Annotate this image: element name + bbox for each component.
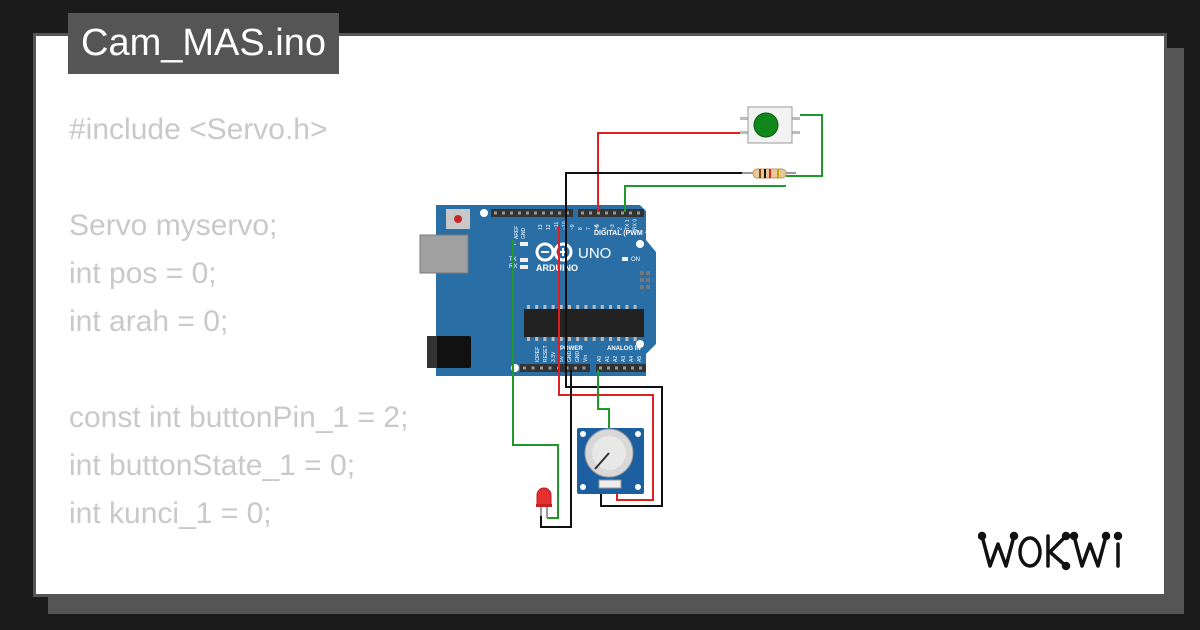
red-led	[536, 487, 552, 518]
aref-label: AREF	[514, 226, 520, 239]
pin-label: A3	[621, 356, 627, 362]
code-line: int pos = 0;	[69, 257, 217, 290]
pin-label: 4	[603, 227, 609, 230]
resistor	[742, 168, 796, 179]
code-line: int kunci_1 = 0;	[69, 497, 272, 530]
code-line: const int ledPin = 12;	[69, 593, 348, 594]
wire-green-button	[624, 185, 786, 212]
code-line: int buttonState_1 = 0;	[69, 449, 356, 482]
filename-tab: Cam_MAS.ino	[68, 13, 339, 74]
board-brand-label: ARDUINO	[536, 263, 578, 273]
pin-label: ~3	[610, 224, 616, 230]
pin-label: A5	[637, 356, 643, 362]
wire-red-button	[597, 132, 749, 212]
wokwi-logo-icon	[978, 531, 1123, 571]
wire-green-button-2	[786, 114, 823, 177]
pin-label: ~6	[594, 224, 600, 230]
l-label: L	[513, 241, 517, 247]
arduino-uno-board: UNO ARDUINO DIGITAL (PWM ~) ANALOG IN PO…	[419, 205, 656, 376]
pin-label: 5V	[559, 355, 565, 362]
pin-label: A4	[629, 356, 635, 362]
code-line: int arah = 0;	[69, 305, 229, 338]
pin-label: ~9	[570, 224, 576, 230]
board-model-label: UNO	[578, 245, 611, 262]
pin-label: RESET	[543, 345, 549, 362]
gnd-label: GND	[521, 228, 527, 240]
pin-label: IOREF	[535, 347, 541, 362]
code-line: const int buttonPin_1 = 2;	[69, 401, 409, 434]
pin-label: GND	[575, 351, 581, 363]
pin-label: 12	[546, 224, 552, 230]
on-label: ON	[631, 257, 640, 263]
pin-label: 3.3V	[551, 351, 557, 362]
dc-jack	[427, 336, 471, 368]
pin-label: A2	[613, 356, 619, 362]
pin-label: Vin	[583, 355, 589, 362]
pin-label: TX 1	[625, 219, 631, 230]
button-cap-icon	[753, 112, 779, 138]
code-preview: #include <Servo.h> Servo myservo; int po…	[69, 106, 409, 594]
analog-label: ANALOG IN	[607, 346, 641, 352]
pin-label: 7	[586, 227, 592, 230]
pin-label: A1	[605, 356, 611, 362]
arduino-logo-icon	[535, 242, 573, 262]
pin-label: ~11	[554, 222, 560, 230]
atmega-chip	[524, 309, 644, 337]
power-label: POWER	[560, 346, 583, 352]
filename-label: Cam_MAS.ino	[81, 22, 326, 64]
pin-label: 8	[578, 227, 584, 230]
wire-black-resistor	[565, 172, 753, 507]
digital-label: DIGITAL (PWM ~)	[594, 230, 651, 237]
push-button	[740, 106, 800, 144]
pin-label: A0	[597, 356, 603, 362]
pin-label: RX 0	[633, 219, 639, 230]
wire-green-led	[512, 240, 559, 519]
code-line: Servo myservo;	[69, 209, 278, 242]
pin-label: ~5	[595, 224, 601, 230]
pin-label: 13	[538, 224, 544, 230]
wire-black-led	[540, 370, 572, 528]
usb-port	[419, 234, 469, 274]
pin-label: GND	[567, 351, 573, 363]
pin-label: 2	[618, 227, 624, 230]
potentiometer	[577, 428, 644, 494]
code-line: #include <Servo.h>	[69, 113, 328, 146]
wire-red-pot	[558, 225, 654, 501]
